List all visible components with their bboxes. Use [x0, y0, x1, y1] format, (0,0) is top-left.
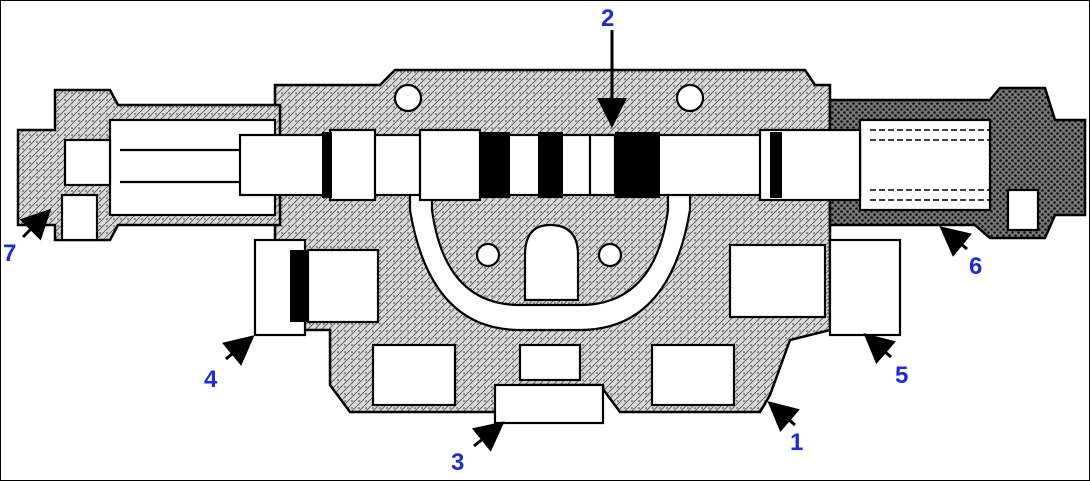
callout-arrows: [19, 30, 973, 452]
arrow-5: [863, 333, 896, 365]
arrow-4: [221, 335, 255, 366]
spool: [238, 128, 862, 202]
callout-6: 6: [969, 253, 982, 280]
callout-1: 1: [790, 429, 803, 456]
callout-5: 5: [895, 362, 908, 389]
spring: [870, 129, 990, 201]
callout-labels: 1 2 3 4 5 6 7: [3, 5, 982, 476]
bottom-ports: [371, 343, 736, 425]
callout-3: 3: [451, 449, 464, 476]
left-port: [253, 238, 380, 337]
callout-4: 4: [204, 366, 218, 393]
arrow-1: [767, 401, 800, 433]
arrow-3: [471, 421, 505, 452]
right-end-cap: [828, 86, 1087, 240]
arrow-6: [939, 226, 973, 257]
callout-7: 7: [3, 240, 16, 267]
right-port: [728, 238, 902, 337]
arrow-7: [19, 208, 52, 241]
callout-2: 2: [601, 5, 614, 32]
